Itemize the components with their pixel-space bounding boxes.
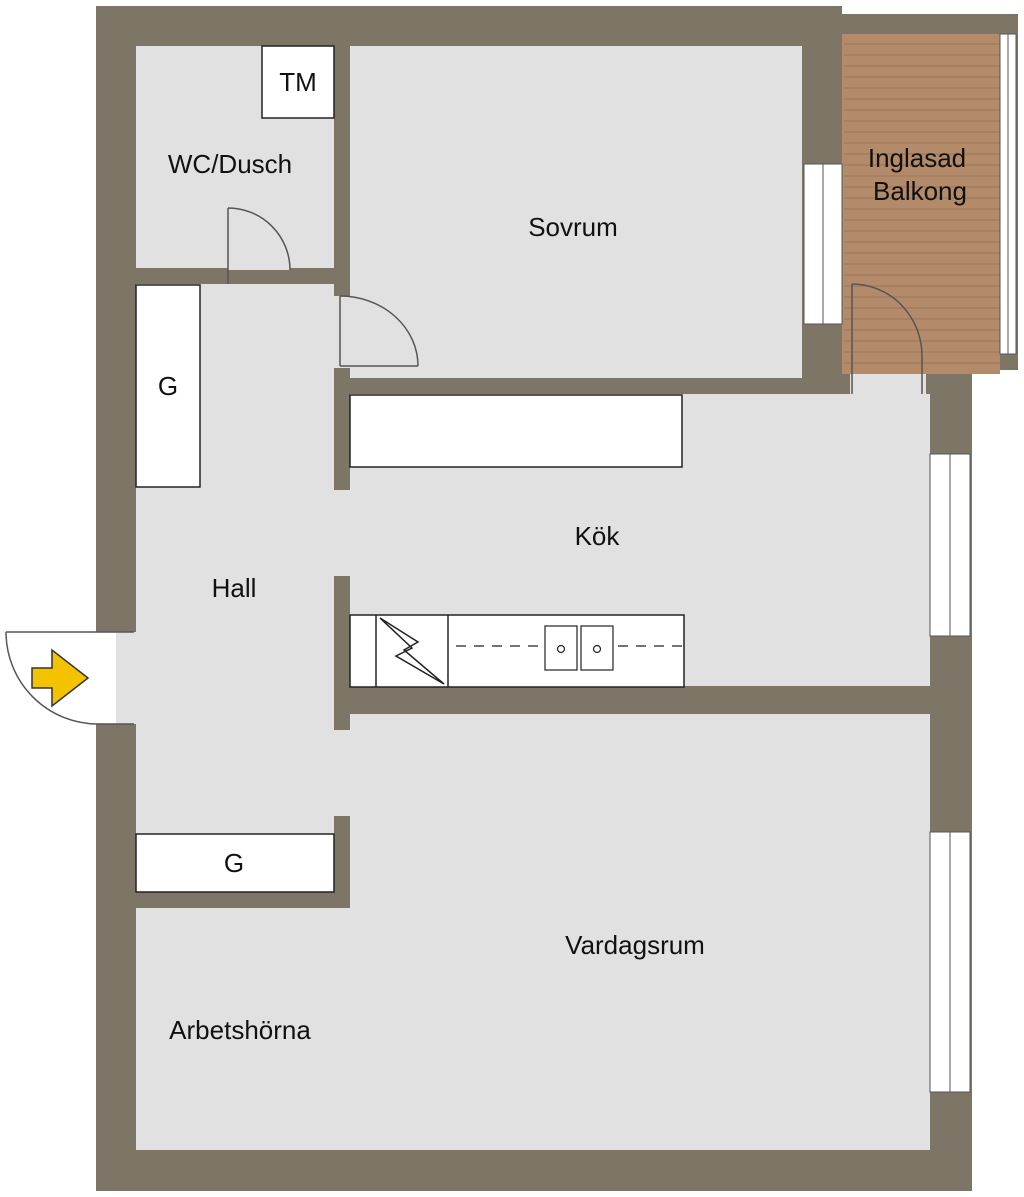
wall-sovrum-kok	[334, 378, 850, 394]
hall-to-living-gap	[334, 730, 350, 816]
wardrobe-lower-box	[135, 833, 335, 893]
washer-box	[261, 45, 335, 119]
room-label-sovrum: Sovrum	[528, 212, 618, 242]
sovrum-floor	[350, 46, 802, 378]
balcony-deck	[842, 34, 1000, 374]
room-label-arbetshorna: Arbetshörna	[169, 1015, 311, 1045]
balcony-deck-lines	[844, 43, 1000, 364]
kok-balcony-gap	[850, 370, 926, 400]
washer-label: TM	[279, 67, 317, 97]
room-label-kok: Kök	[575, 521, 621, 551]
room-label-vardagsrum: Vardagsrum	[565, 930, 705, 960]
door-sovrum	[339, 295, 419, 367]
wall-wc-sovrum	[334, 46, 350, 296]
entrance-sill	[96, 632, 116, 724]
hall-to-kitchen-gap	[334, 490, 350, 576]
wall-wardrobe-lower-bottom	[136, 892, 350, 908]
wardrobe-upper-box	[135, 284, 201, 488]
hall-floor-corridor	[334, 284, 350, 368]
wardrobe-upper-label: G	[158, 371, 178, 401]
room-label-balkong-2: Balkong	[873, 176, 967, 206]
wardrobe-lower-label: G	[224, 848, 244, 878]
room-label-balkong-1: Inglasad	[868, 143, 966, 173]
kitchen-counter-upper	[349, 394, 683, 468]
door-balcony	[851, 283, 923, 394]
wall-hall-kok-upper	[334, 368, 350, 490]
window-sovrum	[803, 163, 843, 325]
window-kok	[929, 453, 971, 637]
door-wc	[227, 207, 291, 284]
window-vardagsrum	[929, 831, 971, 1093]
entrance-arrow-icon	[31, 648, 90, 708]
sink-icon	[544, 625, 614, 671]
stove-icon	[379, 617, 445, 685]
wall-kok-vardagsrum	[334, 686, 930, 714]
wall-wardrobe-lower-side	[334, 816, 350, 908]
arbetshorna-floor	[136, 908, 350, 1150]
room-label-hall: Hall	[212, 573, 257, 603]
wall-wc-hall-left	[136, 268, 228, 284]
kitchen-counter-lower	[349, 614, 685, 688]
room-label-wc: WC/Dusch	[168, 149, 292, 179]
wall-wc-hall-right	[290, 268, 334, 284]
vardagsrum-floor	[334, 714, 930, 1150]
